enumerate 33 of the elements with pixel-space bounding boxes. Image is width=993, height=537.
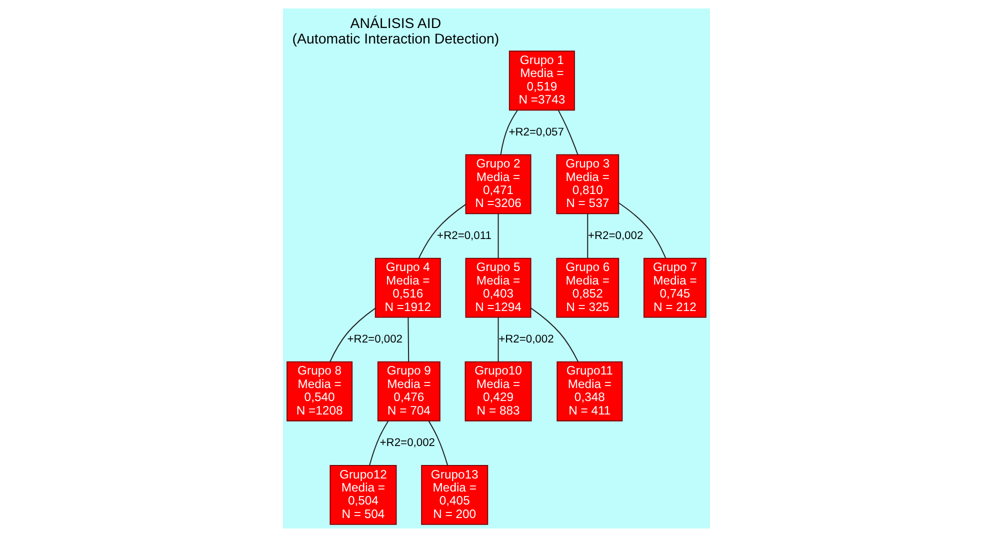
connector	[587, 214, 588, 258]
diagram-title: ANÁLISIS AID	[350, 16, 442, 32]
connector	[558, 110, 578, 155]
connector	[369, 420, 389, 466]
node-box: Grupo13 Media = 0,405 N = 200	[421, 465, 488, 525]
edge-label: +R2=0,002	[588, 230, 644, 242]
caption: (Automatic Interaction Detection)	[292, 31, 500, 48]
node-box: Grupo 1 Media = 0,519 N =3743	[508, 50, 575, 111]
node-box: Grupo10 Media = 0,429 N = 883	[464, 361, 532, 422]
connector	[498, 214, 499, 258]
edge-label: +R2=0,002	[347, 333, 403, 346]
connector	[500, 110, 518, 155]
edge-label: +R2=0,002	[380, 437, 436, 449]
node-box: Grupo 8 Media = 0,540 N =1208	[286, 361, 353, 422]
connector	[418, 204, 466, 258]
node-box: Grupo 2 Media = 0,471 N =3206	[465, 154, 532, 214]
node-box: Grupo 4 Media = 0,516 N =1912	[374, 258, 441, 318]
connector	[498, 317, 499, 362]
edge-label: +R2=0,002	[498, 333, 554, 346]
connector	[618, 202, 666, 258]
edge-label: +R2=0,011	[437, 230, 492, 242]
connector	[408, 317, 410, 362]
node-box: Grupo12 Media = 0,504 N = 504	[330, 465, 397, 525]
connector	[428, 420, 448, 466]
node-box: Grupo 5 Media = 0,403 N =1294	[465, 258, 532, 318]
edge-label: +R2=0,057	[508, 126, 564, 138]
node-box: Grupo11 Media = 0,348 N = 411	[556, 361, 623, 422]
node-box: Grupo 7 Media = 0,745 N = 212	[643, 258, 706, 318]
connector	[330, 308, 376, 362]
node-box: Grupo 9 Media = 0,476 N = 704	[377, 361, 440, 422]
node-box: Grupo 6 Media = 0,852 N = 325	[556, 258, 620, 318]
connector	[530, 308, 579, 362]
node-box: Grupo 3 Media = 0,810 N = 537	[556, 154, 620, 214]
